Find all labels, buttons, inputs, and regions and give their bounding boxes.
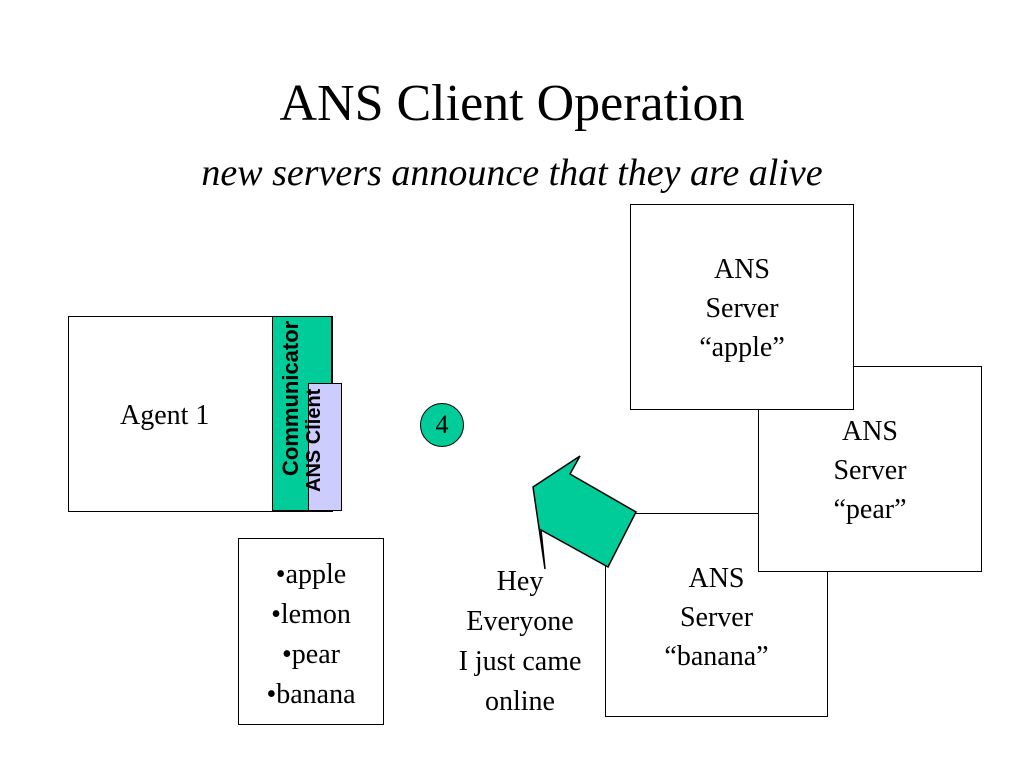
server-pear-line-1: ANS	[841, 416, 898, 447]
server-banana-line-3: “banana”	[664, 641, 769, 672]
message-line-4: online	[485, 686, 555, 717]
agent-label: Agent 1	[120, 400, 210, 431]
announce-arrow-shape	[532, 455, 637, 570]
message-line-3: I just came	[458, 646, 582, 677]
server-apple-line-2: Server	[705, 293, 779, 324]
list-item: •pear	[282, 639, 340, 670]
announce-message: Hey Everyone I just came online	[430, 562, 610, 722]
slide-title: ANS Client Operation	[279, 75, 745, 132]
server-apple-line-1: ANS	[713, 254, 770, 285]
ans-client-bar	[308, 383, 342, 511]
server-banana-line-1: ANS	[688, 563, 745, 594]
server-pear-line-3: “pear”	[833, 494, 907, 525]
step-number-badge: 4	[420, 403, 464, 447]
server-banana-line-2: Server	[679, 602, 754, 633]
slide-subtitle: new servers announce that they are alive	[201, 152, 823, 194]
server-banana-label: ANS Server “banana”	[606, 559, 827, 676]
server-list: •apple •lemon •pear •banana	[239, 555, 383, 715]
list-item: •lemon	[271, 599, 351, 630]
server-list-box: •apple •lemon •pear •banana	[238, 538, 384, 725]
server-pear-box: ANS Server “pear”	[758, 366, 982, 572]
server-apple-label: ANS Server “apple”	[631, 250, 853, 367]
message-line-2: Everyone	[466, 606, 574, 637]
server-pear-label: ANS Server “pear”	[759, 412, 981, 529]
server-pear-line-2: Server	[833, 455, 907, 486]
message-line-1: Hey	[496, 566, 544, 597]
list-item: •banana	[266, 679, 356, 710]
server-apple-box: ANS Server “apple”	[630, 204, 854, 410]
server-apple-line-3: “apple”	[699, 332, 785, 363]
list-item: •apple	[275, 559, 347, 590]
